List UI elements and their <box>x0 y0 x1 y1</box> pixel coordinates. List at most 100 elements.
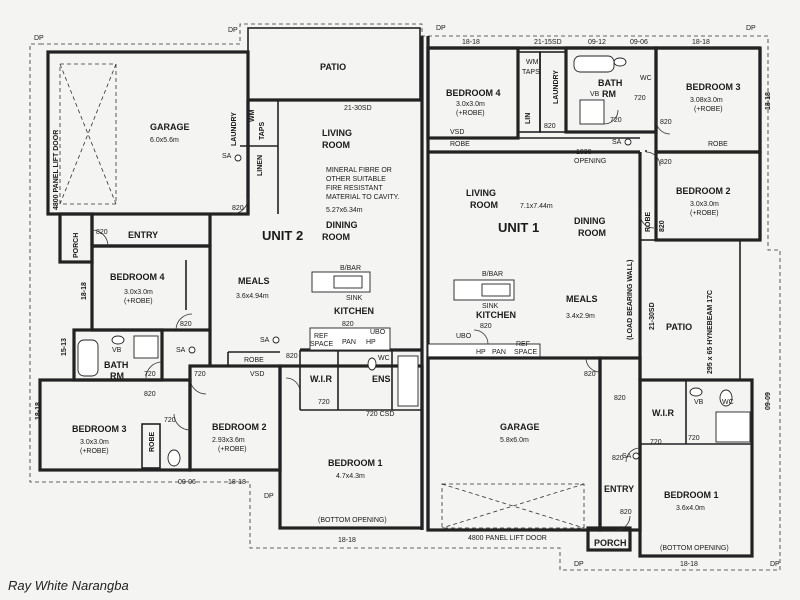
dim-1818-bed4-left: 18-18 <box>81 282 88 300</box>
dim-820-bed3-right: 820 <box>660 119 672 126</box>
living-right-label-2: ROOM <box>470 200 498 210</box>
robe-bed4-right: ROBE <box>450 141 470 148</box>
pan-right-label: PAN <box>492 349 506 356</box>
mineral-note-1: MINERAL FIBRE OR <box>326 167 392 174</box>
bed3-left-dim: 3.0x3.0m <box>80 439 109 446</box>
bed2-right-robe: (+ROBE) <box>690 210 719 217</box>
toilet-icon <box>613 57 627 67</box>
dim-720-wir: 720 <box>318 399 330 406</box>
sa-left-label: SA <box>222 153 232 160</box>
space-left-label: SPACE <box>310 341 334 348</box>
dim-1818-top-right: 18-18 <box>462 39 480 46</box>
smoke-alarm-icon <box>188 346 196 354</box>
bed3-left-label: BEDROOM 3 <box>72 424 127 434</box>
dim-1818-left-bottom: 18-18 <box>228 479 246 486</box>
dim-820-entry-right-2: 820 <box>612 455 624 462</box>
garage-left-dim: 6.0x5.6m <box>150 137 179 144</box>
hybeam-label: 295 x 65 HYNEBEAM 17C <box>707 290 714 374</box>
dim-720-bath-right: 720 <box>610 117 622 124</box>
unit-1-walls <box>426 46 762 558</box>
dim-820-bed4: 820 <box>180 321 192 328</box>
dim-0906-top: 09-06 <box>630 39 648 46</box>
wc-right-label-2: WC <box>722 399 734 406</box>
bed4-left-robe: (+ROBE) <box>124 298 153 305</box>
ubo-left-label: UBO <box>370 329 386 336</box>
dim-1818-left-side: 18-18 <box>35 402 42 420</box>
meals-right-label: MEALS <box>566 294 598 304</box>
garage-right-dim: 5.8x6.0m <box>500 437 529 444</box>
sink-right-label: SINK <box>482 303 499 310</box>
living-left-label-2: ROOM <box>322 140 350 150</box>
bed2-left-label: BEDROOM 2 <box>212 422 267 432</box>
bed2-left-robe: (+ROBE) <box>218 446 247 453</box>
lin-right-label: LIN <box>525 113 532 124</box>
dim-820-kitchen-left: 820 <box>342 321 354 328</box>
dp-top-right: DP <box>436 25 446 32</box>
sa-left-label-3: SA <box>260 337 270 344</box>
smoke-alarm-icons <box>188 138 640 460</box>
bed4-left-dim: 3.0x3.0m <box>124 289 153 296</box>
dim-820-entry-right: 820 <box>614 395 626 402</box>
pan-left-label: PAN <box>342 339 356 346</box>
dim-1818-bed1-left: 18-18 <box>338 537 356 544</box>
bed2-right-label: BEDROOM 2 <box>676 186 731 196</box>
dim-720-bath-right-2: 720 <box>634 95 646 102</box>
bed3-right-robe: (+ROBE) <box>694 106 723 113</box>
dining-left-label-1: DINING <box>326 220 358 230</box>
rm-left-label: RM <box>110 371 124 381</box>
sd-2130-right: 21-30SD <box>649 302 656 330</box>
sink-left-label: SINK <box>346 295 363 302</box>
bed2-right-dim: 3.0x3.0m <box>690 201 719 208</box>
smoke-alarm-icon <box>234 154 242 162</box>
ens-left-label: ENS <box>372 374 391 384</box>
dp-bottom-left: DP <box>264 493 274 500</box>
meals-left-label: MEALS <box>238 276 270 286</box>
kitchen-right-label: KITCHEN <box>476 310 516 320</box>
dim-1818-right-side: 18-18 <box>765 92 772 110</box>
bottom-opening-left: (BOTTOM OPENING) <box>318 517 387 524</box>
bed1-left-dim: 4.7x4.3m <box>336 473 365 480</box>
smoke-alarm-icon <box>272 336 280 344</box>
dim-1818-bottom-right: 18-18 <box>680 561 698 568</box>
linen-left-label: LINEN <box>257 155 264 176</box>
opening-word: OPENING <box>574 158 606 165</box>
vsd-bed4-right: VSD <box>450 129 464 136</box>
watermark-caption: Ray White Narangba <box>8 578 129 593</box>
robe-bed2-right: ROBE <box>645 211 652 232</box>
basin-icon <box>111 335 125 345</box>
bed1-left-label: BEDROOM 1 <box>328 458 383 468</box>
bed4-right-dim: 3.0x3.0m <box>456 101 485 108</box>
unit-2-walls <box>38 27 430 530</box>
dim-720-ens-right: 720 <box>688 435 700 442</box>
roof-outline <box>29 23 781 571</box>
living-right-label-1: LIVING <box>466 188 496 198</box>
bed1-right-label: BEDROOM 1 <box>664 490 719 500</box>
dim-820-laundry-right: 820 <box>544 123 556 130</box>
shower-icon <box>397 355 419 407</box>
shower-icon <box>579 99 605 125</box>
meals-left-dim: 3.6x4.94m <box>236 293 269 300</box>
wc-right-label: WC <box>640 75 652 82</box>
dining-left-label-2: ROOM <box>322 232 350 242</box>
garage-left-label: GARAGE <box>150 122 190 132</box>
dim-0912: 09-12 <box>588 39 606 46</box>
dim-820-porch: 820 <box>620 509 632 516</box>
laundry-left-label: LAUNDRY <box>231 112 238 146</box>
wc-left-label: WC <box>378 355 390 362</box>
living-right-dim: 7.1x7.44m <box>520 203 553 210</box>
shower-icon <box>133 335 159 359</box>
dim-820-laundry: 820 <box>232 205 244 212</box>
hp-right-label: HP <box>476 349 486 356</box>
mineral-note-4: MATERIAL TO CAVITY. <box>326 194 399 201</box>
rm-right-label: RM <box>602 89 616 99</box>
dim-0909-right: 09-09 <box>765 392 772 410</box>
panel-door-left-label: 4800 PANEL LIFT DOOR <box>53 130 60 210</box>
entry-left-label: ENTRY <box>128 230 158 240</box>
dp-top-left: DP <box>34 35 44 42</box>
door-swings <box>91 109 671 531</box>
porch-left-label: PORCH <box>73 233 80 258</box>
bathtub-icon <box>77 339 99 377</box>
bed4-right-robe: (+ROBE) <box>456 110 485 117</box>
dim-1818-bed3-right: 18-18 <box>692 39 710 46</box>
